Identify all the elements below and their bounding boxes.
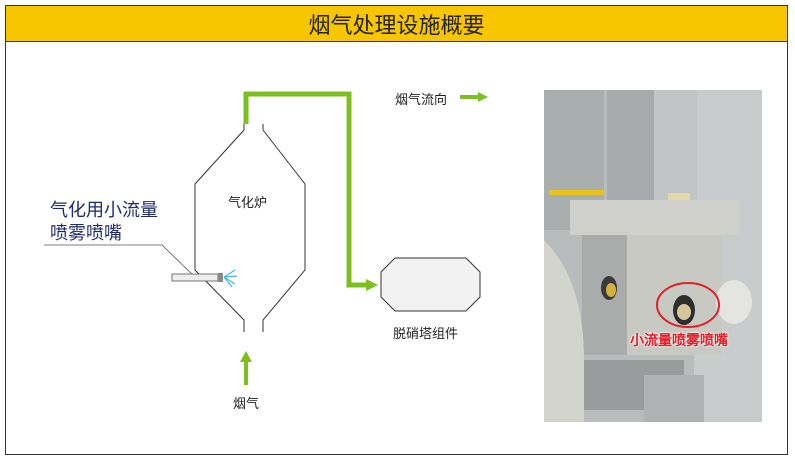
spray-icon <box>223 269 238 288</box>
nozzle-label-line2: 喷雾喷嘴 <box>50 223 122 244</box>
nozzle-label: 气化用小流量 喷雾喷嘴 <box>50 199 158 245</box>
pipe-arrowhead <box>366 279 378 291</box>
title-bar: 烟气处理设施概要 <box>5 5 788 42</box>
denitration-tower-shape <box>380 257 481 312</box>
equipment-photo <box>544 90 762 422</box>
denitration-label: 脱硝塔组件 <box>393 327 459 342</box>
flue-gas-pipe <box>243 91 368 288</box>
nozzle-label-line1: 气化用小流量 <box>50 200 158 221</box>
callout-circle <box>656 282 720 328</box>
nozzle-tip <box>218 273 223 282</box>
nozzle-leader-line <box>44 244 196 278</box>
photo-callout-label: 小流量喷雾喷嘴 <box>630 333 728 349</box>
page-title: 烟气处理设施概要 <box>308 13 485 39</box>
flue-gas-inlet-label: 烟气 <box>233 397 260 412</box>
vaporizer-right-wall <box>262 124 306 332</box>
vaporizer-label: 气化炉 <box>228 196 268 211</box>
flow-direction-arrowhead <box>478 92 488 102</box>
flue-gas-flow-label: 烟气流向 <box>395 93 448 108</box>
vaporizer-left-wall <box>194 124 245 332</box>
spray-nozzle-icon <box>171 273 219 282</box>
inlet-arrowhead <box>240 351 252 362</box>
